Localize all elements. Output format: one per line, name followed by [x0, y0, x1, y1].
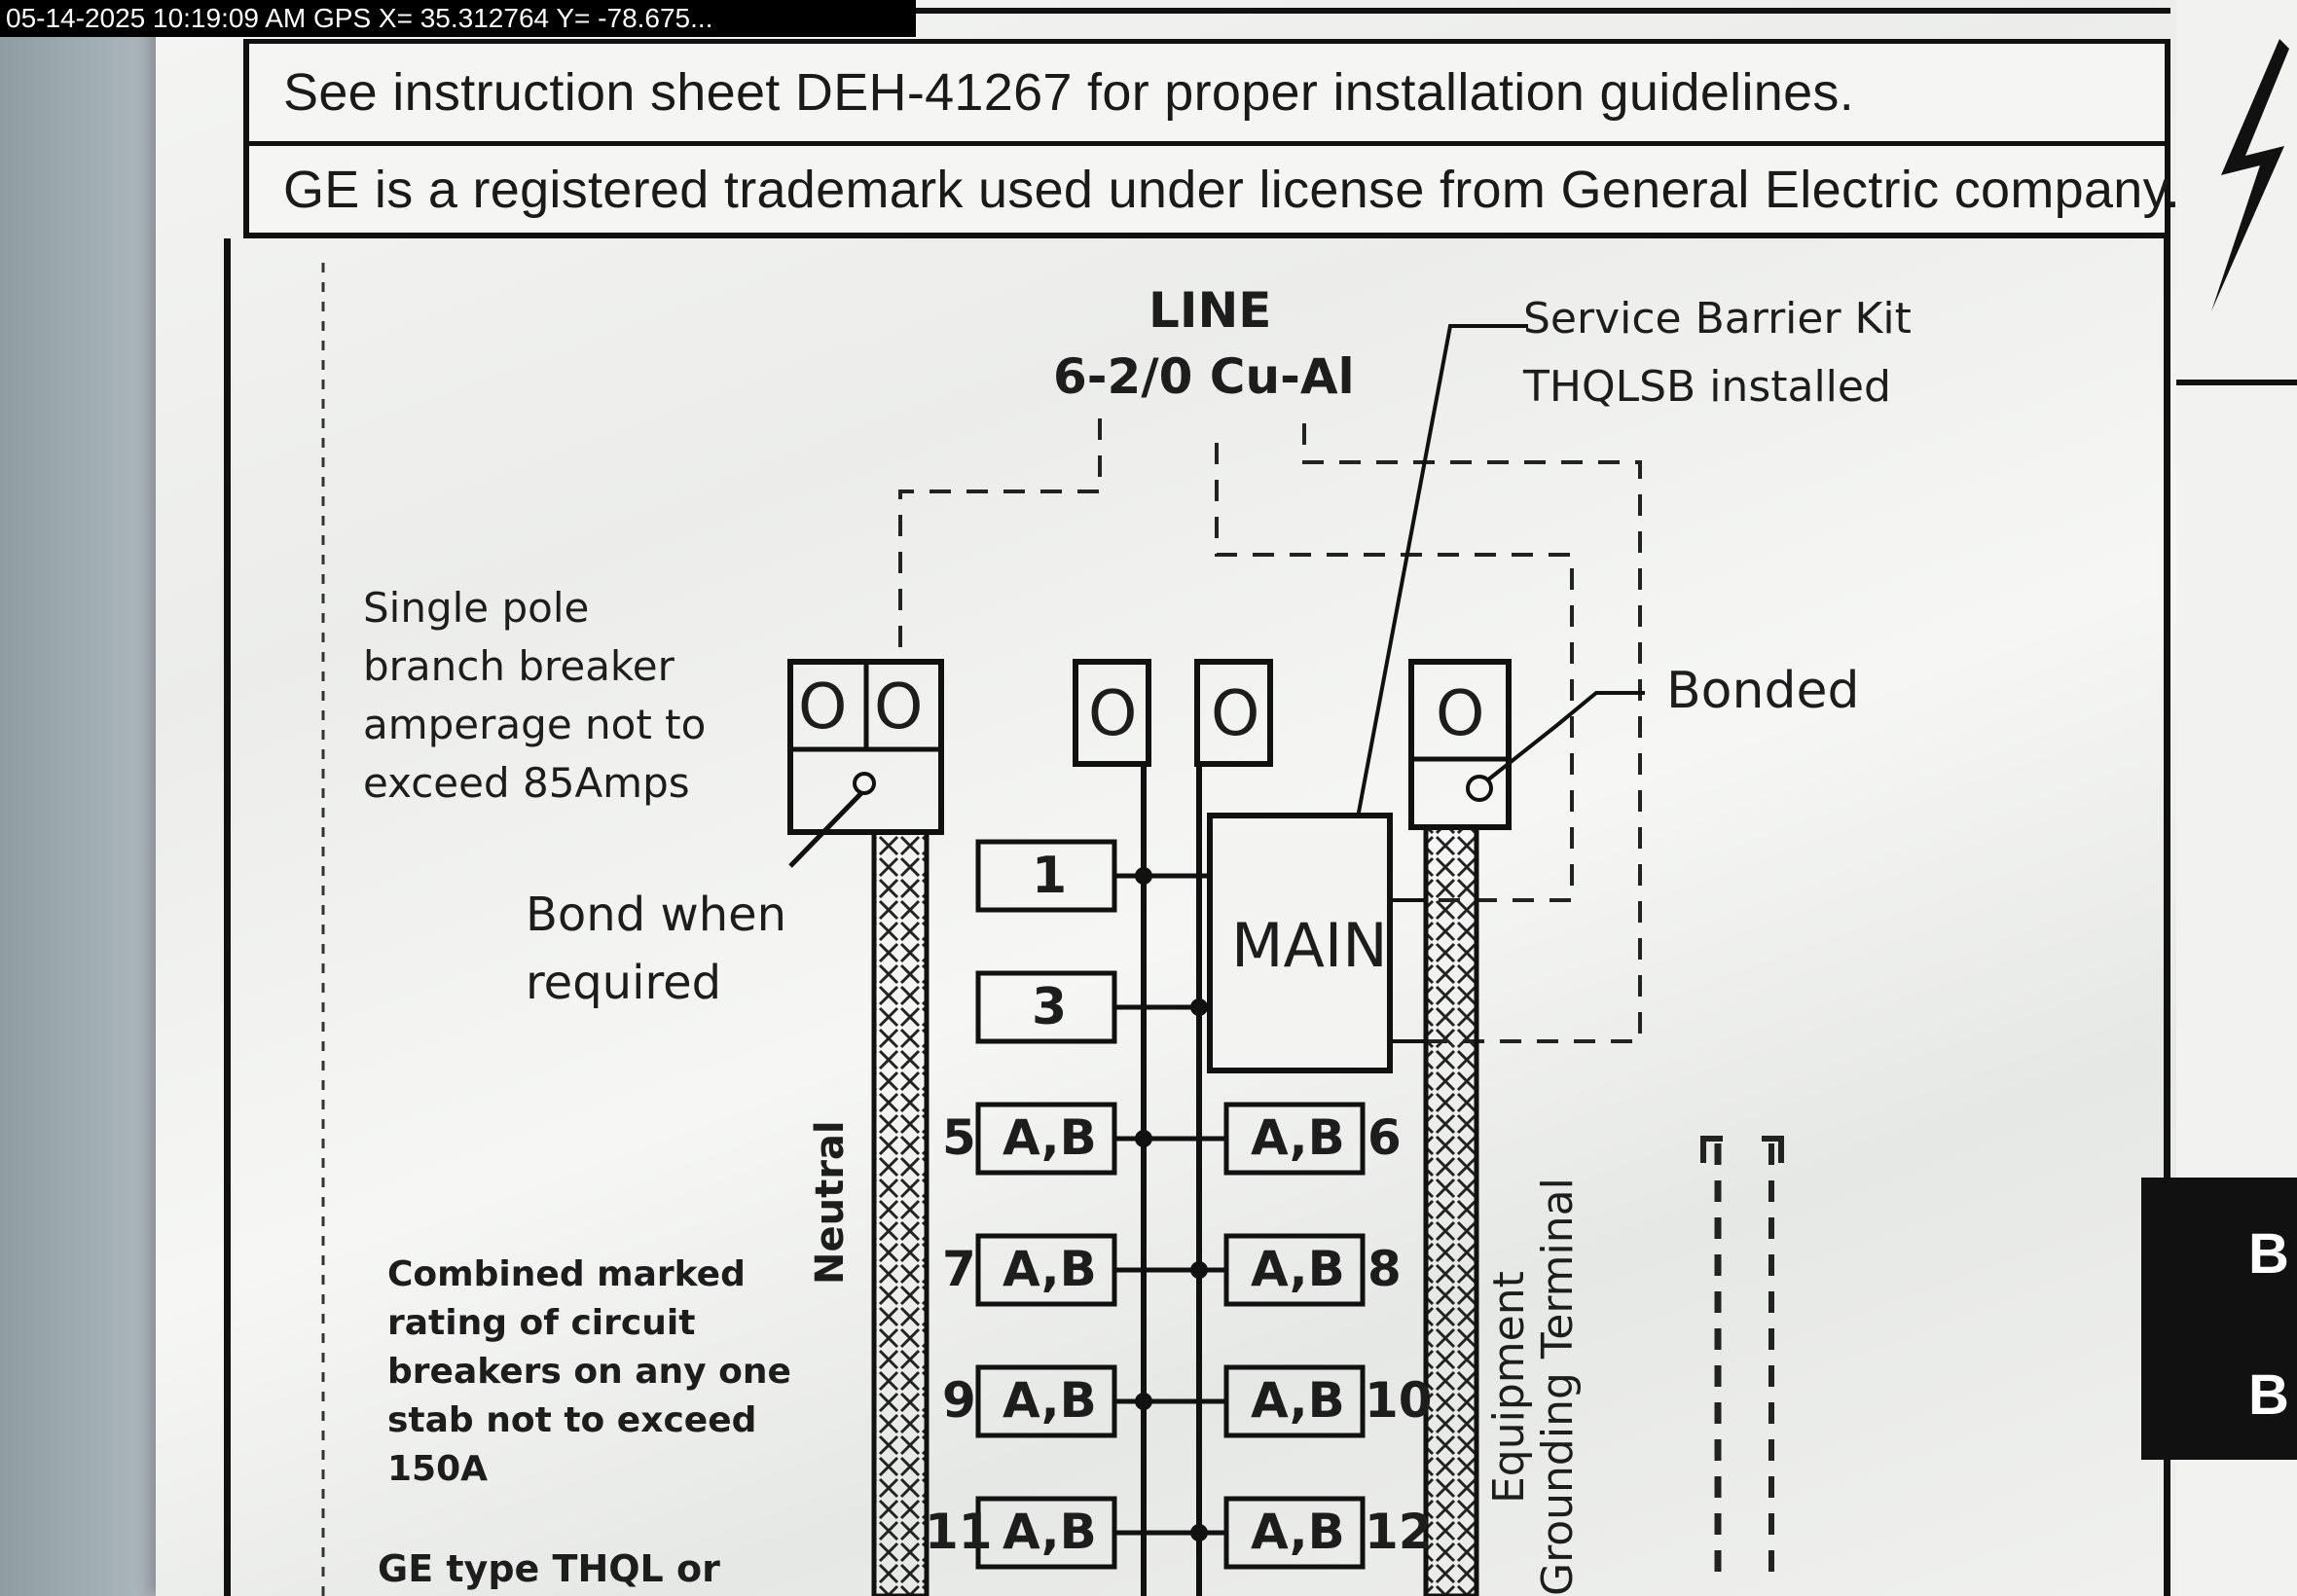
ground-label-2: Grounding Terminal: [1533, 1178, 1583, 1596]
circuit-number: 5: [942, 1109, 976, 1166]
wiring-diagram-frame: [224, 238, 2170, 1596]
line-title: LINE: [1148, 282, 1272, 339]
line-lug-right: [1194, 659, 1273, 767]
neutral-lug-1: O: [798, 671, 848, 744]
high-voltage-icon: [2211, 39, 2289, 311]
circuit-number: 9: [942, 1372, 976, 1429]
label-top-border: [243, 8, 2170, 14]
breaker-label: A,B: [1251, 1241, 1345, 1297]
paper-label: [156, 0, 2297, 1596]
single-pole-note: Single pole branch breaker amperage not …: [363, 584, 707, 807]
instruction-text: See instruction sheet DEH-41267 for prop…: [283, 63, 1855, 122]
trademark-band: GE is a registered trademark used under …: [243, 141, 2180, 238]
line-lug-1: O: [1088, 678, 1138, 750]
bonded-leader: [1485, 691, 1645, 782]
neutral-lug-2: O: [874, 671, 924, 744]
breaker-label: A,B: [1251, 1109, 1345, 1166]
warning-letter: B: [2248, 1363, 2289, 1427]
panel-divider: [2176, 380, 2297, 385]
breaker-label: A,B: [1003, 1372, 1097, 1429]
main-breaker: [1207, 813, 1393, 1073]
bonded-label: Bonded: [1666, 662, 1860, 720]
ground-bar: [1423, 824, 1479, 1596]
circuit-number: 10: [1365, 1372, 1433, 1429]
service-barrier-leader: [1356, 324, 1528, 818]
breaker-label: A,B: [1003, 1241, 1097, 1297]
line-dash-mid: [1215, 443, 1574, 902]
circuit-number: 11: [925, 1504, 993, 1560]
line-wire-size: 6-2/0 Cu-Al: [1053, 348, 1355, 405]
main-label: MAIN: [1231, 910, 1388, 981]
circuit-number: 8: [1367, 1241, 1402, 1297]
line-dash-left: [898, 418, 1102, 662]
line-lug-left: [1073, 659, 1151, 767]
breaker-label: 1: [1032, 847, 1068, 905]
warning-black-block: [2141, 1178, 2297, 1460]
circuit-number: 6: [1367, 1109, 1402, 1166]
service-barrier-label: Service Barrier Kit: [1523, 294, 1912, 344]
breaker-label: 3: [1032, 978, 1068, 1036]
breaker-label: A,B: [1251, 1372, 1345, 1429]
ground-lug: O: [1436, 678, 1485, 750]
instruction-band: See instruction sheet DEH-41267 for prop…: [243, 39, 2170, 141]
service-barrier-label-2: THQLSB installed: [1523, 362, 1891, 412]
neutral-bar: [871, 829, 930, 1596]
line-dash-right: [1302, 423, 1642, 1043]
bond-leader: [788, 791, 863, 868]
breaker-label: A,B: [1003, 1109, 1097, 1166]
combined-rating-note: Combined marked rating of circuit breake…: [387, 1254, 791, 1489]
bond-note: Bond when required: [526, 888, 787, 1010]
neutral-label: Neutral: [808, 1120, 853, 1285]
line-lug-2: O: [1211, 678, 1260, 750]
gps-timestamp-overlay: 05-14-2025 10:19:09 AM GPS X= 35.312764 …: [0, 0, 916, 37]
ground-label-1: Equipment: [1484, 1271, 1534, 1504]
trademark-text: GE is a registered trademark used under …: [283, 160, 2181, 219]
circuit-number: 7: [942, 1241, 976, 1297]
ge-type-note: GE type THQL or: [378, 1547, 720, 1590]
warning-letter: B: [2248, 1222, 2289, 1286]
breaker-label: A,B: [1251, 1504, 1345, 1560]
breaker-label: A,B: [1003, 1504, 1097, 1560]
circuit-number: 12: [1365, 1504, 1433, 1560]
